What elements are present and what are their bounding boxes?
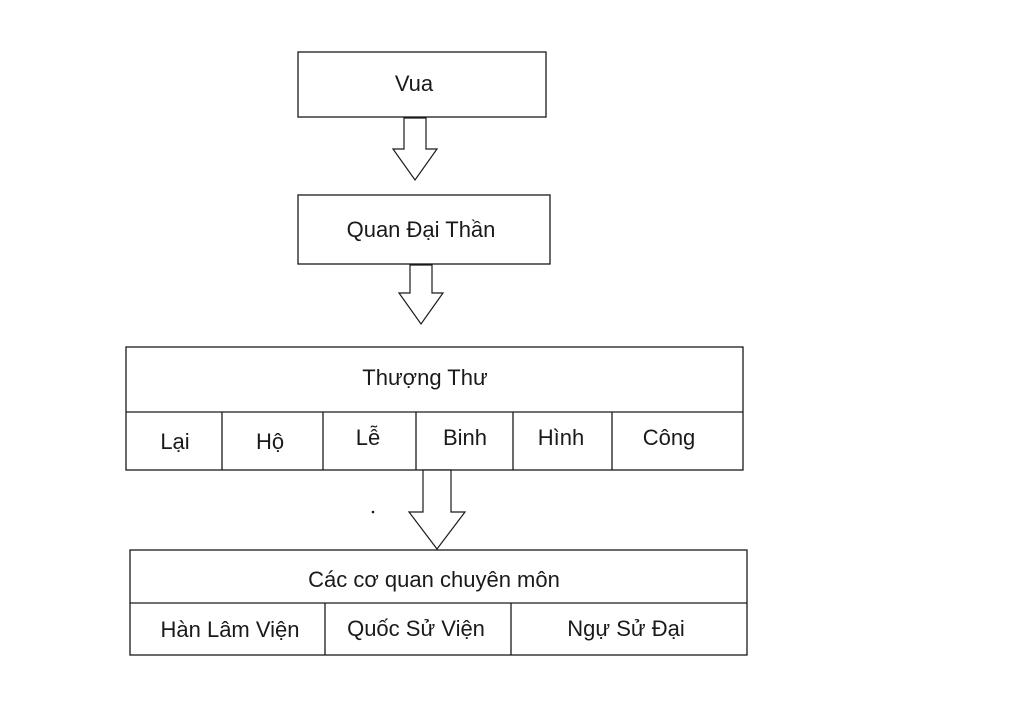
ministry-lai: Lại [160,429,189,454]
node-king: Vua [297,51,547,118]
ministry-cong: Công [643,425,696,450]
stray-dot [371,510,375,514]
ministry-le: Lễ [356,425,380,450]
ministry-ho: Hộ [256,429,284,454]
node-ministries-title: Thượng Thư [362,365,488,390]
node-king-box [297,51,547,118]
node-grand-ministers-label: Quan Đại Thần [347,217,496,242]
node-ministries-box [125,346,744,471]
ministry-hinh: Hình [538,425,584,450]
node-agencies: Các cơ quan chuyên môn Hàn Lâm Viện Quốc… [129,549,748,656]
node-king-label: Vua [395,71,434,96]
arrow-king-to-ministers [391,117,439,182]
node-agencies-title: Các cơ quan chuyên môn [308,567,560,592]
agency-ngu-su-dai: Ngự Sử Đại [567,616,685,641]
agency-han-lam-vien: Hàn Lâm Viện [160,617,299,642]
arrow-ministries-to-agencies [407,469,467,550]
ministry-binh: Binh [443,425,487,450]
arrow-ministers-to-ministries [397,264,445,326]
node-grand-ministers: Quan Đại Thần [297,194,551,265]
node-ministries: Thượng Thư Lại Hộ Lễ Binh Hình Công [125,346,744,471]
node-grand-ministers-box [297,194,551,265]
agency-quoc-su-vien: Quốc Sử Viện [347,616,485,641]
